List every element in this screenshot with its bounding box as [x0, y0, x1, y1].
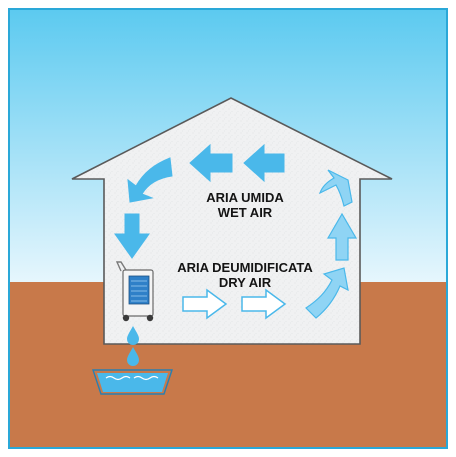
flow-arrow-curve-down [127, 157, 173, 203]
water-drop-icon [127, 347, 139, 366]
dry-arrow-2 [241, 288, 287, 320]
dehumidifier-unit-icon [115, 261, 154, 322]
flow-arrow-left-3 [243, 143, 285, 183]
wet-air-label-en: WET AIR [218, 205, 273, 220]
dry-arrow-1 [182, 288, 228, 320]
water-drop-icon [127, 326, 139, 345]
dry-air-label-en: DRY AIR [219, 275, 272, 290]
dry-air-flow [182, 288, 287, 320]
flow-arrow-down [114, 213, 150, 259]
outer-frame [8, 8, 448, 449]
wet-air-flow [114, 143, 358, 319]
flow-arrow-curve-up-right [318, 169, 353, 207]
water-basin-icon [92, 369, 173, 395]
wet-air-label-it: ARIA UMIDA [206, 190, 284, 205]
dry-air-label-it: ARIA DEUMIDIFICATA [177, 260, 313, 275]
flow-arrow-curve-bottom-right [305, 267, 349, 319]
flow-arrow-up [326, 212, 358, 261]
flow-arrow-left-2 [189, 143, 233, 183]
